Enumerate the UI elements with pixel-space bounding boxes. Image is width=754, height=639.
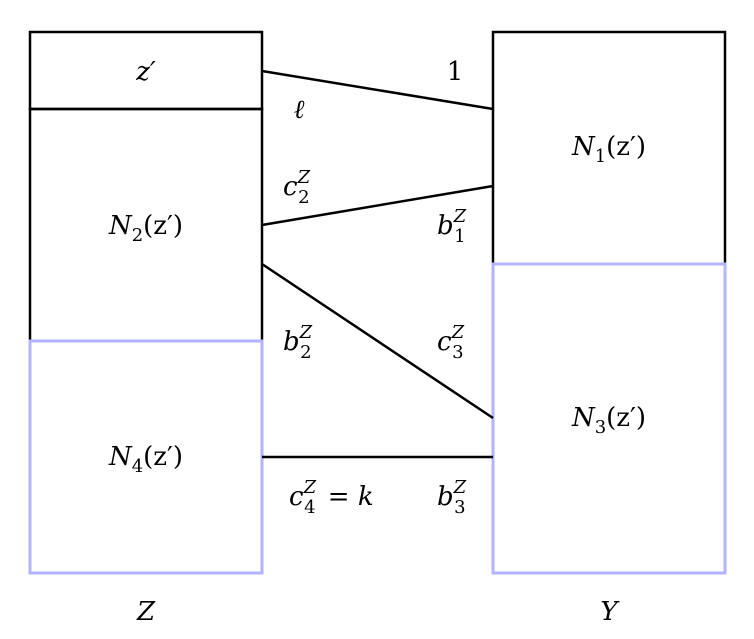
edge-label-ell: ℓ — [294, 95, 305, 125]
edge-zprime-n1 — [261, 69, 494, 111]
n2-label: N2(z′) — [108, 211, 183, 246]
n1-label: N1(z′) — [571, 132, 646, 167]
n3-label: N3(z′) — [571, 403, 646, 438]
y-column-label: Y — [600, 597, 620, 627]
z-prime-label: z′ — [135, 57, 156, 87]
z-column-label: Z — [136, 597, 156, 627]
n3-box — [491, 262, 727, 575]
edge-label-one: 1 — [447, 57, 464, 87]
n4-label: N4(z′) — [108, 442, 183, 477]
edge-n2-n1 — [261, 184, 494, 227]
edge-n2-n3 — [261, 262, 494, 420]
